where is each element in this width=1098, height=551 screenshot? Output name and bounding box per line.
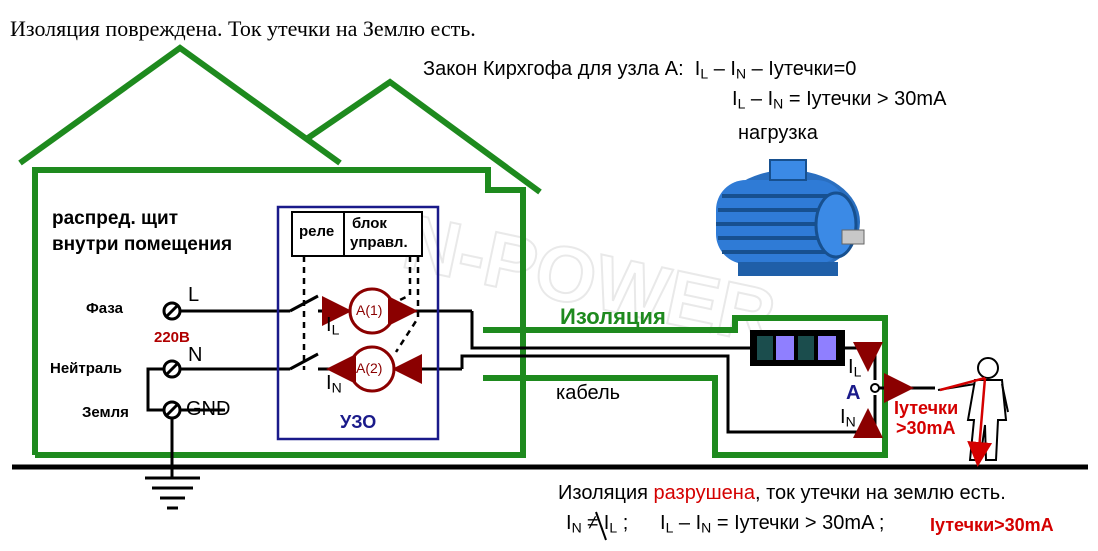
neutral-label: Нейтраль bbox=[50, 360, 122, 377]
control-box bbox=[343, 211, 423, 257]
phase-label: Фаза bbox=[86, 300, 123, 317]
relay-box bbox=[291, 211, 345, 257]
page-title: Изоляция повреждена. Ток утечки на Землю… bbox=[10, 16, 476, 41]
insulation-label: Изоляция bbox=[560, 304, 666, 329]
node-a-label: A bbox=[846, 382, 861, 404]
relay-label: реле bbox=[299, 223, 335, 240]
ground-terminal-label: GND bbox=[186, 398, 231, 420]
kirchhoff-law-line-2: IL – IN = Iутечки > 30mA bbox=[732, 88, 947, 112]
node-il-label: IL bbox=[848, 356, 862, 380]
destroyed-word: разрушена bbox=[653, 482, 755, 504]
bottom-equation: IL – IN = Iутечки > 30mA ; bbox=[660, 512, 885, 536]
voltage-label: 220В bbox=[154, 329, 190, 346]
leakage-path bbox=[939, 376, 993, 467]
rcd-label: УЗО bbox=[340, 412, 377, 432]
phase-terminal-label: L bbox=[188, 284, 200, 306]
terminals bbox=[162, 301, 182, 420]
node-in-label: IN bbox=[840, 406, 856, 430]
control-label-line-1: блок bbox=[352, 215, 387, 232]
panel-label-line-2: внутри помещения bbox=[52, 234, 233, 255]
ammeter-2-label: A(2) bbox=[356, 360, 383, 376]
not-equal-slash bbox=[595, 511, 607, 541]
current-il-label: IL bbox=[326, 314, 340, 338]
bottom-inequality: IN ≠ IL ; bbox=[566, 512, 629, 536]
load-label: нагрузка bbox=[738, 122, 818, 144]
ammeter-arrows bbox=[322, 296, 422, 384]
leak-label-line-2: >30mA bbox=[896, 418, 956, 438]
ammeter-1-label: A(1) bbox=[356, 302, 383, 318]
load-block bbox=[750, 330, 845, 366]
node-arrows bbox=[853, 342, 914, 438]
ground-label: Земля bbox=[82, 404, 129, 421]
bottom-leak-alert: Iутечки>30mA bbox=[930, 515, 1054, 535]
control-label-line-2: управл. bbox=[350, 234, 408, 251]
node-a-dot bbox=[870, 383, 880, 393]
panel-label-line-1: распред. щит bbox=[52, 208, 179, 229]
neutral-terminal-label: N bbox=[188, 344, 203, 366]
ground-wiring bbox=[145, 367, 225, 510]
law-prefix: Закон Кирхгофа для узла A: bbox=[423, 58, 684, 80]
motor-graphic bbox=[716, 159, 865, 276]
cable-label: кабель bbox=[556, 382, 621, 404]
rcd-box bbox=[276, 205, 440, 441]
current-in-label: IN bbox=[326, 372, 342, 396]
leak-label-line-1: Iутечки bbox=[894, 398, 959, 418]
bottom-statement: Изоляция разрушена, ток утечки на землю … bbox=[558, 482, 1006, 504]
kirchhoff-law-line-1: Закон Кирхгофа для узла A: IL – IN – Iут… bbox=[423, 58, 857, 82]
